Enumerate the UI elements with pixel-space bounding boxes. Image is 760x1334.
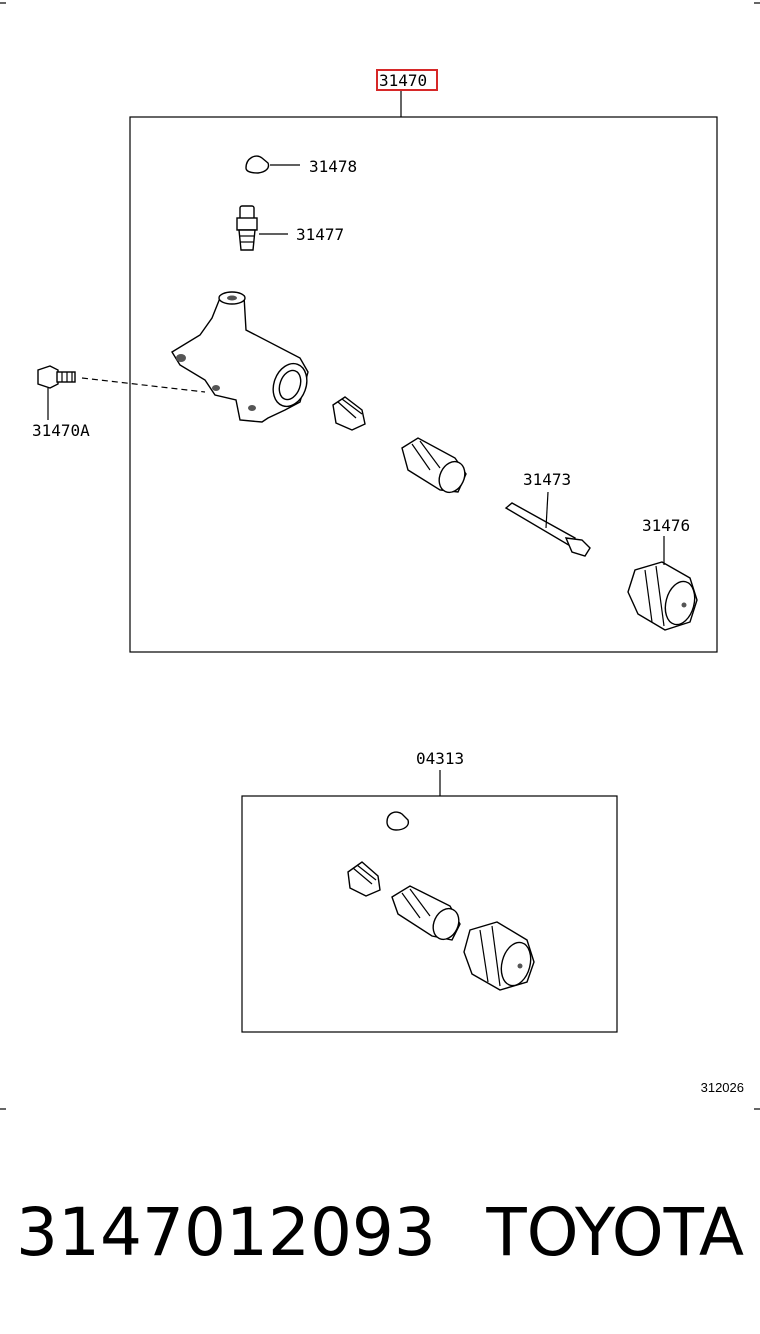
push-rod-part[interactable] bbox=[504, 491, 591, 557]
bleeder-plug-part[interactable] bbox=[236, 205, 288, 251]
brand-name: TOYOTA bbox=[485, 1194, 744, 1271]
bleeder-cap-part[interactable] bbox=[245, 155, 300, 174]
diagram-code: 312026 bbox=[701, 1080, 744, 1095]
cylinder-body-part[interactable] bbox=[171, 291, 313, 423]
boot-part[interactable] bbox=[627, 536, 699, 631]
kit-cap-part[interactable] bbox=[386, 811, 410, 831]
cup-seal-part[interactable] bbox=[332, 396, 366, 431]
kit-frame bbox=[241, 795, 618, 1033]
corner-marks bbox=[0, 2, 760, 1110]
label-31477[interactable]: 31477 bbox=[296, 225, 344, 244]
assembly-frame bbox=[129, 116, 718, 653]
kit-piston-part[interactable] bbox=[391, 885, 464, 944]
kit-cup-seal-part[interactable] bbox=[347, 861, 381, 897]
label-31476[interactable]: 31476 bbox=[642, 516, 690, 535]
part-number: 3147012093 bbox=[16, 1194, 436, 1271]
highlight-box bbox=[376, 69, 438, 91]
label-31473[interactable]: 31473 bbox=[523, 470, 571, 489]
kit-boot-part[interactable] bbox=[463, 921, 535, 991]
label-31470A[interactable]: 31470A bbox=[32, 421, 90, 440]
piston-part[interactable] bbox=[401, 437, 470, 497]
label-04313[interactable]: 04313 bbox=[416, 749, 464, 768]
label-31478[interactable]: 31478 bbox=[309, 157, 357, 176]
label-31470[interactable]: 31470 bbox=[379, 71, 427, 90]
bolt-part[interactable] bbox=[37, 365, 206, 420]
